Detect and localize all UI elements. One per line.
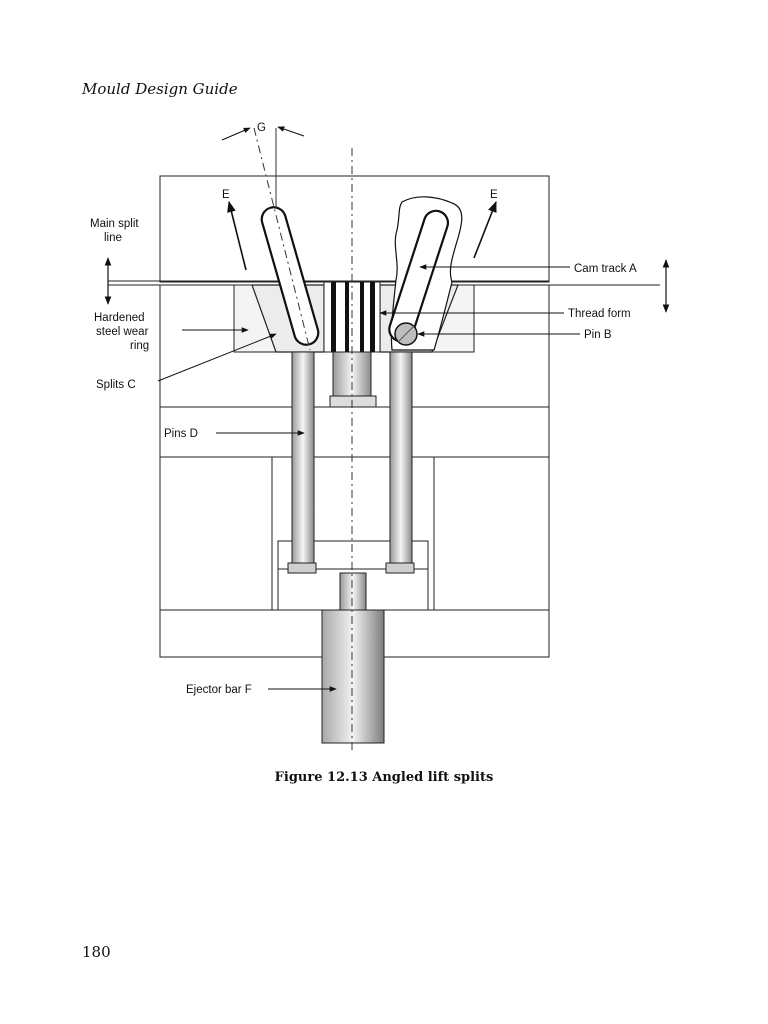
- label-main-split-2: line: [104, 232, 122, 244]
- label-cam-track: Cam track A: [574, 263, 637, 275]
- label-ejector-bar: Ejector bar F: [186, 684, 252, 696]
- ejector-bar: [321, 609, 385, 744]
- label-pins-d: Pins D: [164, 428, 198, 440]
- left-cam-slot: [260, 206, 320, 346]
- label-hardened-2: steel wear: [96, 326, 149, 338]
- support-plate: [159, 406, 550, 458]
- pin-d-right: [389, 351, 413, 565]
- e-arrow-left: [227, 200, 247, 271]
- figure-caption: Figure 12.13 Angled lift splits: [274, 770, 494, 785]
- g-arrow-left: [221, 127, 251, 141]
- label-hardened-3: ring: [130, 340, 149, 352]
- label-main-split-1: Main split: [90, 218, 139, 230]
- label-thread-form: Thread form: [568, 308, 631, 320]
- pin-d-left: [291, 351, 315, 565]
- label-hardened-1: Hardened: [94, 312, 145, 324]
- page-number: 180: [82, 943, 111, 961]
- leader-splits: [157, 333, 277, 382]
- angle-line: [253, 127, 311, 351]
- e-arrow-right: [473, 200, 497, 259]
- label-pin-b: Pin B: [584, 329, 612, 341]
- g-arrow-right: [277, 126, 305, 137]
- label-splits-c: Splits C: [96, 379, 136, 391]
- label-e-right: E: [490, 189, 498, 201]
- label-g: G: [257, 122, 266, 134]
- running-head: Mould Design Guide: [82, 80, 238, 98]
- label-e-left: E: [222, 189, 230, 201]
